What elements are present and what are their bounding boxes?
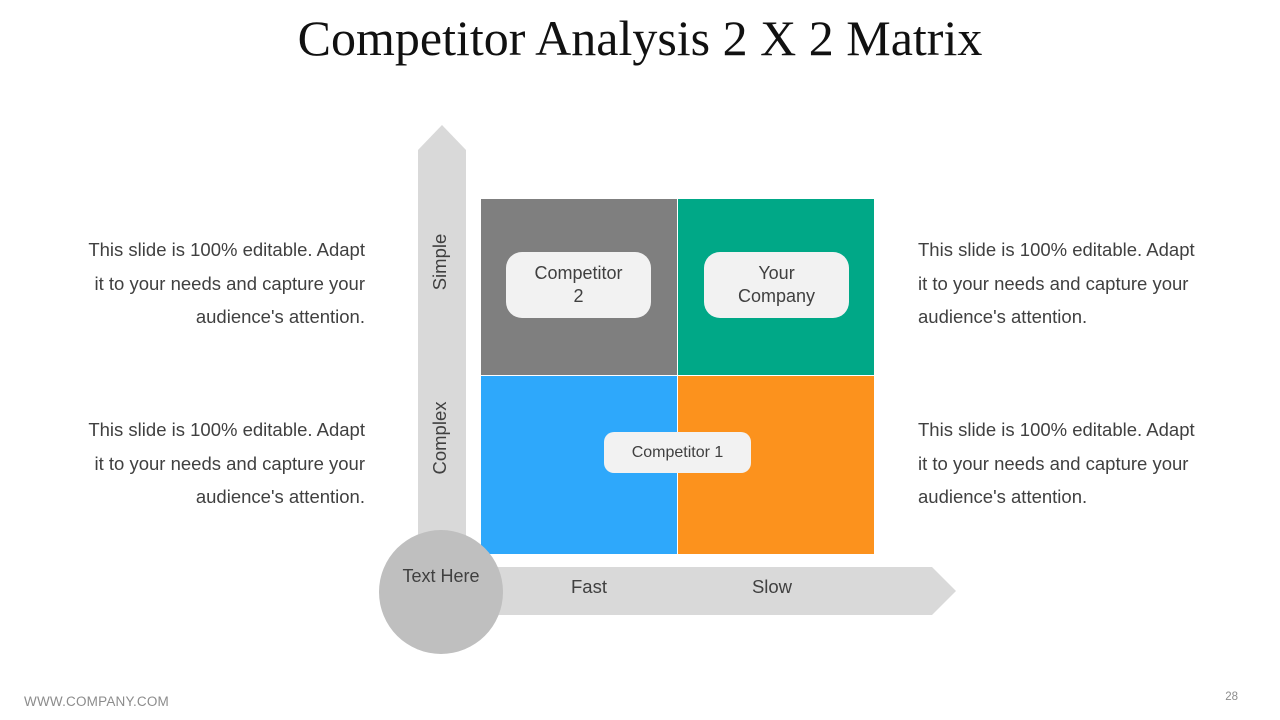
- footer-url: WWW.COMPANY.COM: [24, 694, 169, 709]
- horizontal-axis-arrow: [470, 567, 956, 615]
- your-company-text: Your Company: [737, 263, 816, 306]
- vertical-axis-arrow: [418, 125, 466, 560]
- competitor-1-text: Competitor 1: [631, 444, 724, 461]
- origin-label: Text Here: [402, 566, 480, 586]
- description-right-bottom: This slide is 100% editable. Adapt it to…: [918, 419, 1195, 507]
- axis-label-simple: Simple: [429, 233, 450, 291]
- competitor-1-label: Competitor 1: [604, 432, 751, 473]
- your-company-label: Your Company: [704, 252, 849, 318]
- axis-label-complex: Complex: [429, 401, 450, 475]
- competitor-2-text: Competitor 2: [534, 263, 623, 306]
- origin-circle: [379, 530, 503, 654]
- axis-label-slow: Slow: [751, 576, 793, 597]
- page-number: 28: [1225, 691, 1238, 703]
- slide-title: Competitor Analysis 2 X 2 Matrix: [297, 10, 983, 66]
- axis-label-fast: Fast: [571, 576, 607, 597]
- competitor-2-label: Competitor 2: [506, 252, 651, 318]
- description-right-top: This slide is 100% editable. Adapt it to…: [918, 239, 1195, 327]
- description-left-top: This slide is 100% editable. Adapt it to…: [88, 239, 365, 327]
- description-left-bottom: This slide is 100% editable. Adapt it to…: [88, 419, 365, 507]
